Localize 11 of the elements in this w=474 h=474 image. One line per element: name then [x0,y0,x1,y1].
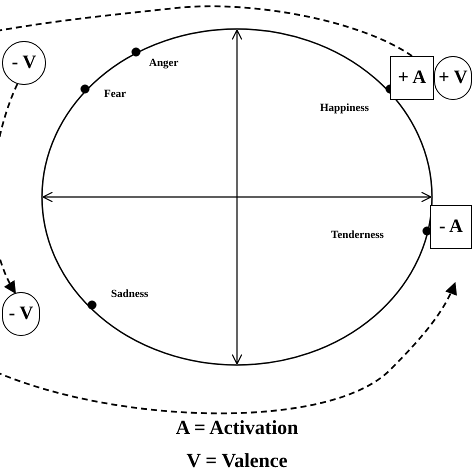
dashed-arrow [0,282,457,414]
emotion-label: Anger [149,58,178,69]
emotion-label: Fear [104,89,126,100]
sign-box: - A [430,205,472,249]
legend-text: A = Activation [174,418,300,438]
dashed-arrow [0,84,18,294]
emotion-label: Happiness [320,103,369,114]
emotion-label: Tenderness [331,230,384,241]
sign-box: + A [390,56,434,100]
legend-text: V = Valence [185,451,289,471]
emotion-label: Sadness [111,289,148,300]
